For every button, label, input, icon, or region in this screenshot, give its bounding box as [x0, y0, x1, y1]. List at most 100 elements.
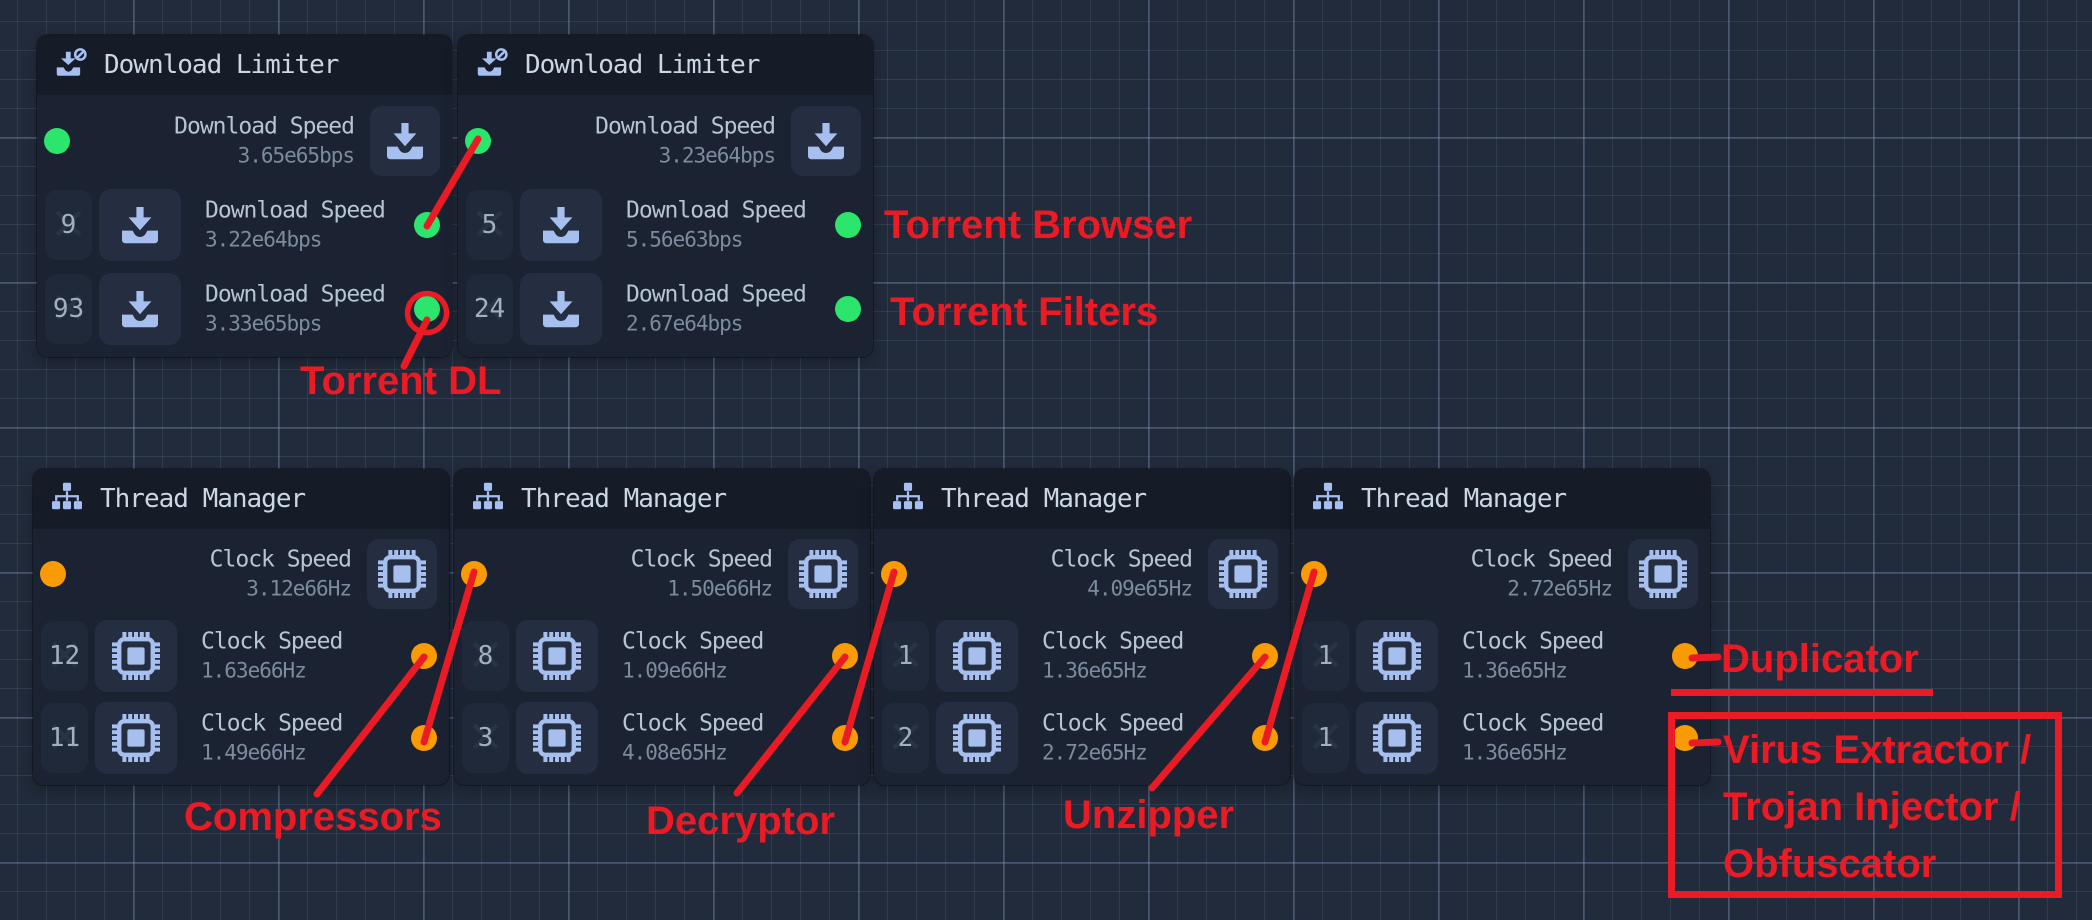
annotation-unzipper: Unzipper — [1063, 793, 1235, 837]
cpu-module-button[interactable] — [95, 620, 177, 692]
thread-manager-node[interactable]: Thread Manager Clock Speed 3.12e66Hz 12 — [33, 469, 449, 785]
output-port[interactable] — [835, 212, 861, 238]
node-title: Download Limiter — [104, 50, 339, 80]
thread-manager-icon — [890, 481, 926, 517]
cpu-module-button[interactable] — [936, 702, 1018, 774]
node-header[interactable]: Download Limiter — [458, 35, 873, 95]
thread-manager-node[interactable]: Thread Manager Clock Speed 2.72e65Hz 1 — [1294, 469, 1710, 785]
output-port[interactable] — [1672, 725, 1698, 751]
cpu-module-button[interactable] — [936, 620, 1018, 692]
stat-value: 2.72e65Hz — [1042, 740, 1148, 765]
node-body: Clock Speed 2.72e65Hz 1 Clock Speed 1.36… — [1294, 529, 1710, 785]
stat: Clock Speed 1.36e65Hz — [1462, 627, 1604, 686]
stat-label: Clock Speed — [201, 710, 343, 737]
cpu-module-button[interactable] — [516, 620, 598, 692]
cpu-module-button[interactable] — [1628, 539, 1698, 609]
node-row: 3 Clock Speed 4.08e65Hz — [454, 697, 870, 779]
input-port[interactable] — [461, 561, 487, 587]
module-count: 11 — [48, 723, 81, 753]
cpu-module-button[interactable] — [1356, 702, 1438, 774]
cpu-module-button[interactable] — [95, 702, 177, 774]
thread-manager-node[interactable]: Thread Manager Clock Speed 1.50e66Hz 8 — [454, 469, 870, 785]
download-limiter-node[interactable]: Download Limiter Download Speed 3.23e64b… — [458, 35, 873, 357]
output-port[interactable] — [411, 725, 437, 751]
stat-label: Download Speed — [205, 281, 386, 308]
stat-value: 1.49e66Hz — [201, 740, 307, 765]
output-port[interactable] — [1672, 643, 1698, 669]
output-port[interactable] — [1252, 725, 1278, 751]
download-limiter-node[interactable]: Download Limiter Download Speed 3.65e65b… — [37, 35, 452, 357]
module-count-badge: 11 — [41, 703, 88, 773]
output-port[interactable] — [411, 643, 437, 669]
cpu-module-button[interactable] — [788, 539, 858, 609]
cpu-module-button[interactable] — [1208, 539, 1278, 609]
stat-value: 3.33e65bps — [205, 311, 322, 336]
stat-label: Download Speed — [595, 113, 776, 140]
annotation-torrent-filters: Torrent Filters — [890, 290, 1159, 334]
node-row: 24 Download Speed 2.67e64bps — [458, 267, 873, 351]
cpu-icon — [112, 632, 160, 680]
cpu-icon — [953, 632, 1001, 680]
download-module-button[interactable] — [520, 273, 602, 345]
output-port[interactable] — [414, 296, 440, 322]
cpu-module-button[interactable] — [367, 539, 437, 609]
node-header[interactable]: Download Limiter — [37, 35, 452, 95]
download-limiter-icon — [53, 47, 89, 83]
module-count: 24 — [473, 294, 506, 324]
node-header[interactable]: Thread Manager — [33, 469, 449, 529]
stat-value: 3.12e66Hz — [246, 576, 352, 601]
download-limiter-icon — [474, 47, 510, 83]
input-port[interactable] — [881, 561, 907, 587]
download-module-button[interactable] — [370, 106, 440, 176]
download-module-button[interactable] — [791, 106, 861, 176]
node-header[interactable]: Thread Manager — [874, 469, 1290, 529]
thread-manager-icon — [1310, 481, 1346, 517]
cpu-icon — [533, 632, 581, 680]
module-count: 9 — [60, 210, 77, 240]
stat: Clock Speed 3.12e66Hz — [210, 545, 352, 604]
cpu-icon — [1639, 550, 1687, 598]
download-module-button[interactable] — [520, 189, 602, 261]
stat-label: Clock Speed — [1462, 628, 1604, 655]
stat: Clock Speed 1.50e66Hz — [631, 545, 773, 604]
stat-value: 2.67e64bps — [626, 311, 743, 336]
download-module-button[interactable] — [99, 273, 181, 345]
cpu-icon — [953, 714, 1001, 762]
output-port[interactable] — [832, 725, 858, 751]
output-port[interactable] — [835, 296, 861, 322]
input-port[interactable] — [1301, 561, 1327, 587]
download-icon — [802, 117, 850, 165]
thread-manager-icon — [49, 481, 85, 517]
stat: Clock Speed 4.08e65Hz — [622, 709, 764, 768]
download-icon — [116, 201, 164, 249]
node-row: Clock Speed 2.72e65Hz — [1294, 533, 1710, 615]
stat: Clock Speed 1.36e65Hz — [1042, 627, 1184, 686]
output-port[interactable] — [1252, 643, 1278, 669]
node-body: Clock Speed 3.12e66Hz 12 Clock Speed 1.6… — [33, 529, 449, 785]
cpu-module-button[interactable] — [1356, 620, 1438, 692]
node-header[interactable]: Thread Manager — [454, 469, 870, 529]
cpu-module-button[interactable] — [516, 702, 598, 774]
input-port[interactable] — [40, 561, 66, 587]
stat-value: 3.65e65bps — [237, 143, 355, 168]
stat-label: Clock Speed — [1470, 546, 1613, 573]
cpu-icon — [533, 714, 581, 762]
node-body: Download Speed 3.65e65bps 9 Download Spe… — [37, 95, 452, 357]
node-title: Thread Manager — [941, 484, 1147, 514]
stat-value: 1.63e66Hz — [201, 658, 307, 683]
annotation-torrent-browser: Torrent Browser — [884, 203, 1193, 247]
download-module-button[interactable] — [99, 189, 181, 261]
module-count-badge: 3 — [462, 703, 509, 773]
stat-value: 3.23e64bps — [658, 143, 776, 168]
input-port[interactable] — [44, 128, 70, 154]
stat-label: Download Speed — [626, 197, 807, 224]
output-port[interactable] — [832, 643, 858, 669]
output-port[interactable] — [414, 212, 440, 238]
thread-manager-node[interactable]: Thread Manager Clock Speed 4.09e65Hz 1 — [874, 469, 1290, 785]
stat: Clock Speed 1.09e66Hz — [622, 627, 764, 686]
stat-label: Download Speed — [174, 113, 355, 140]
annotation-torrent-dl: Torrent DL — [300, 359, 502, 403]
node-header[interactable]: Thread Manager — [1294, 469, 1710, 529]
input-port[interactable] — [465, 128, 491, 154]
